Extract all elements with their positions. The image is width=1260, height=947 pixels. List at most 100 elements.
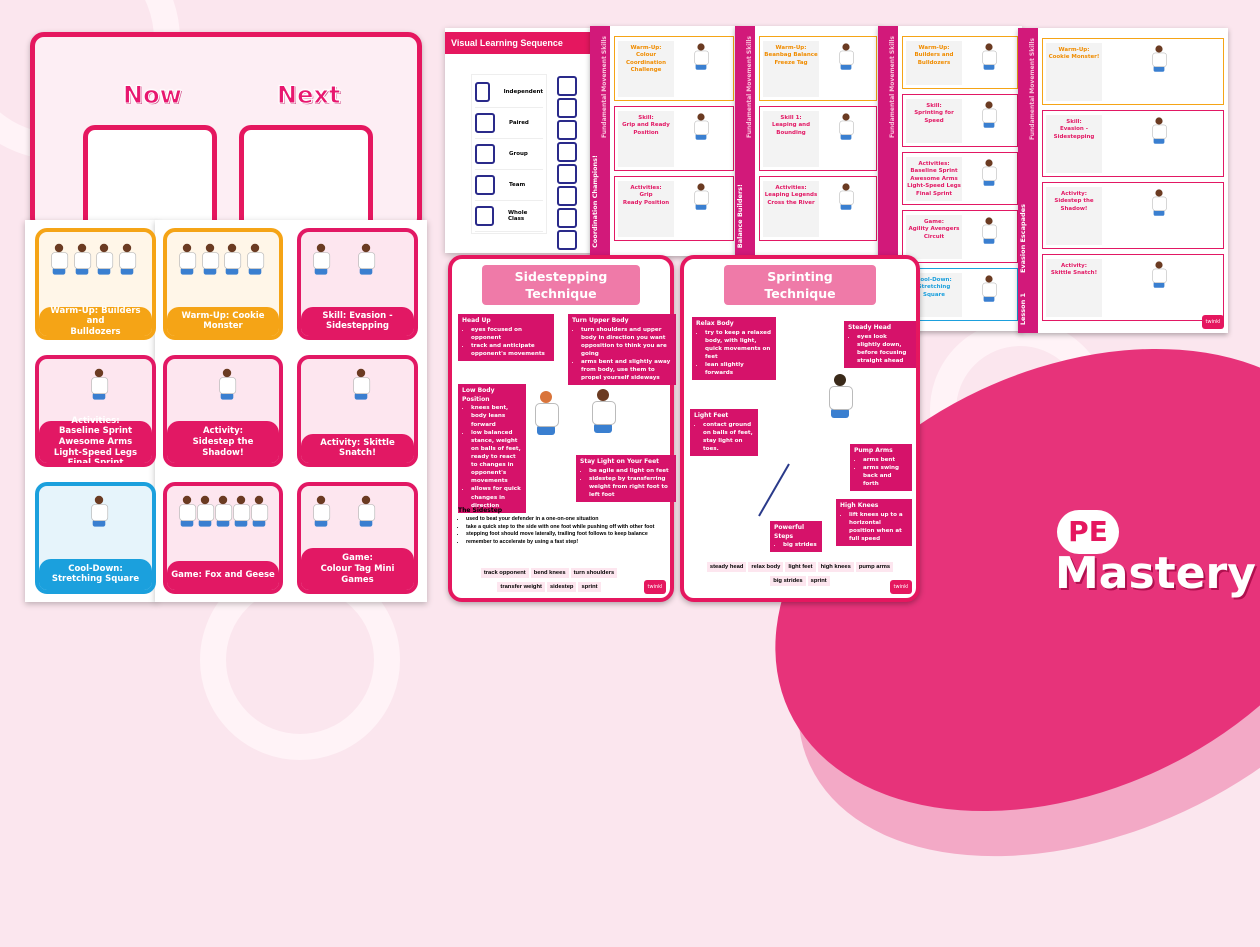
strip-subtitle: Fundamental Movement Skills [889,36,896,139]
child-illustration [91,368,109,400]
child-illustration [982,217,997,244]
card-label: Warm-Up: Cookie Monster [167,306,279,336]
keyword: relax body [748,562,784,572]
strip-title: Balance Builders! [736,183,744,248]
activity-type-icon [557,186,577,206]
technique-tip-box: Stay Light on Your Feetbe agile and ligh… [576,455,676,503]
technique-tip-box: Powerful Stepsbig strides [770,521,822,553]
now-next-board: Now Next [30,32,422,245]
group-icon [475,144,495,164]
keyword: bend knees [530,568,569,578]
keyword: steady head [706,562,747,572]
card-label: Activity: Skittle Snatch! [301,433,414,463]
group-size-item: Paired [475,108,543,139]
title-line-1: Sprinting [767,269,833,284]
child-illustration [219,368,237,400]
lesson-step: Warm-Up: Cookie Monster! [1042,38,1224,105]
group-size-item: Whole Class [475,201,543,232]
start-line [758,463,790,517]
lesson-step: Activities: Grip Ready Position [614,176,734,241]
child-illustration [1152,45,1167,72]
card-label: Activity: Sidestep the Shadow! [167,421,279,463]
lesson-strip: Agility Avengers!Fundamental Movement Sk… [878,26,1022,331]
lesson-step: Cool-Down: Stretching Square [902,268,1018,321]
tip-point: eyes focused on opponent [471,326,550,342]
visual-learning-icons-column [557,74,587,250]
activity-card: Skill: Evasion - Sidestepping [297,228,418,340]
strip-sidebar: Evasion Escapades Fundamental Movement Sk… [1018,28,1038,333]
activity-type-icon [557,76,577,96]
card-label: Activities: Baseline Sprint Awesome Arms… [39,416,152,463]
child-illustration [1152,261,1167,288]
child-illustration [201,243,219,275]
step-label: Warm-Up: Beanbag Balance Freeze Tag [763,41,819,97]
lesson-step: Warm-Up: Colour Coordination Challenge [614,36,734,101]
step-label: Activities: Baseline Sprint Awesome Arms… [906,157,962,201]
keyword: transfer weight [497,582,545,592]
activity-card: Game: Colour Tag Mini Games [297,482,418,594]
tip-heading: Turn Upper Body [572,317,629,324]
tip-point: allows for quick changes in direction [471,485,522,509]
step-label: Activity: Skittle Snatch! [1046,259,1102,317]
child-illustration [982,159,997,186]
tip-heading: Pump Arms [854,447,893,454]
keyword: light feet [785,562,816,572]
technique-tip-box: Relax Bodytry to keep a relaxed body, wi… [692,317,776,381]
tip-point: lean slightly forwards [705,361,772,377]
child-illustration [73,243,91,275]
child-illustration [1152,189,1167,216]
tip-point: arms bent [863,456,908,464]
lesson-step: Skill: Sprinting for Speed [902,94,1018,147]
card-label: Warm-Up: Builders and Bulldozers [39,306,152,336]
tip-heading: Low Body Position [462,387,495,403]
step-label: Skill 1: Leaping and Bounding [763,111,819,167]
child-illustration [839,43,854,70]
card-label: Skill: Evasion - Sidestepping [301,306,414,336]
keyword: big strides [770,576,806,586]
title-line-2: Technique [525,286,597,301]
child-illustration [246,243,264,275]
player-illustration [535,391,559,435]
tip-heading: High Knees [840,502,879,509]
step-label: Activities: Leaping Legends Cross the Ri… [763,181,819,237]
child-illustration [91,495,109,527]
activity-card: Activity: Sidestep the Shadow! [163,355,283,467]
tip-point: arms bent and slightly away from body, u… [581,358,672,382]
strip-title: Coordination Champions! [591,155,599,248]
keyword: sidestep [546,582,577,592]
technique-tip-box: Turn Upper Body turn shoulders and upper … [568,314,676,386]
activity-card: Warm-Up: Cookie Monster [163,228,283,340]
logo-pe: PE [1057,510,1119,554]
card-label: Cool-Down: Stretching Square [39,558,152,590]
lesson-step: Skill: Evasion - Sidestepping [1042,110,1224,177]
bullet-point: stepping foot should move laterally, tra… [466,531,664,539]
technique-tip-box: Light Feetcontact ground on balls of fee… [690,409,758,457]
group-icon [475,206,494,226]
activity-card: Cool-Down: Stretching Square [35,482,156,594]
step-label: Activities: Grip Ready Position [618,181,674,237]
activity-card: Activity: Skittle Snatch! [297,355,418,467]
visual-learning-title: Visual Learning Sequence [445,32,605,54]
child-illustration [839,113,854,140]
strip-title: Evasion Escapades [1019,203,1027,273]
strip-subtitle: Fundamental Movement Skills [1029,38,1036,141]
tip-heading: Powerful Steps [774,524,805,540]
child-illustration [358,495,376,527]
tip-heading: Head Up [462,317,491,324]
keyword: high knees [817,562,854,572]
step-label: Warm-Up: Builders and Bulldozers [906,41,962,85]
lesson-number: Lesson 1 [1019,292,1027,325]
tip-point: turn shoulders and upper body in directi… [581,326,672,358]
group-icon [475,175,495,195]
step-label: Skill: Sprinting for Speed [906,99,962,143]
child-illustration [179,243,197,275]
child-illustration [982,101,997,128]
tip-point: try to keep a relaxed body, with light, … [705,329,772,361]
card-label: Game: Colour Tag Mini Games [301,548,414,590]
step-label: Warm-Up: Colour Coordination Challenge [618,41,674,97]
strip-sidebar: Balance Builders!Fundamental Movement Sk… [735,26,755,256]
tip-point: contact ground on balls of feet, stay li… [703,421,754,453]
group-label: Paired [509,120,529,126]
